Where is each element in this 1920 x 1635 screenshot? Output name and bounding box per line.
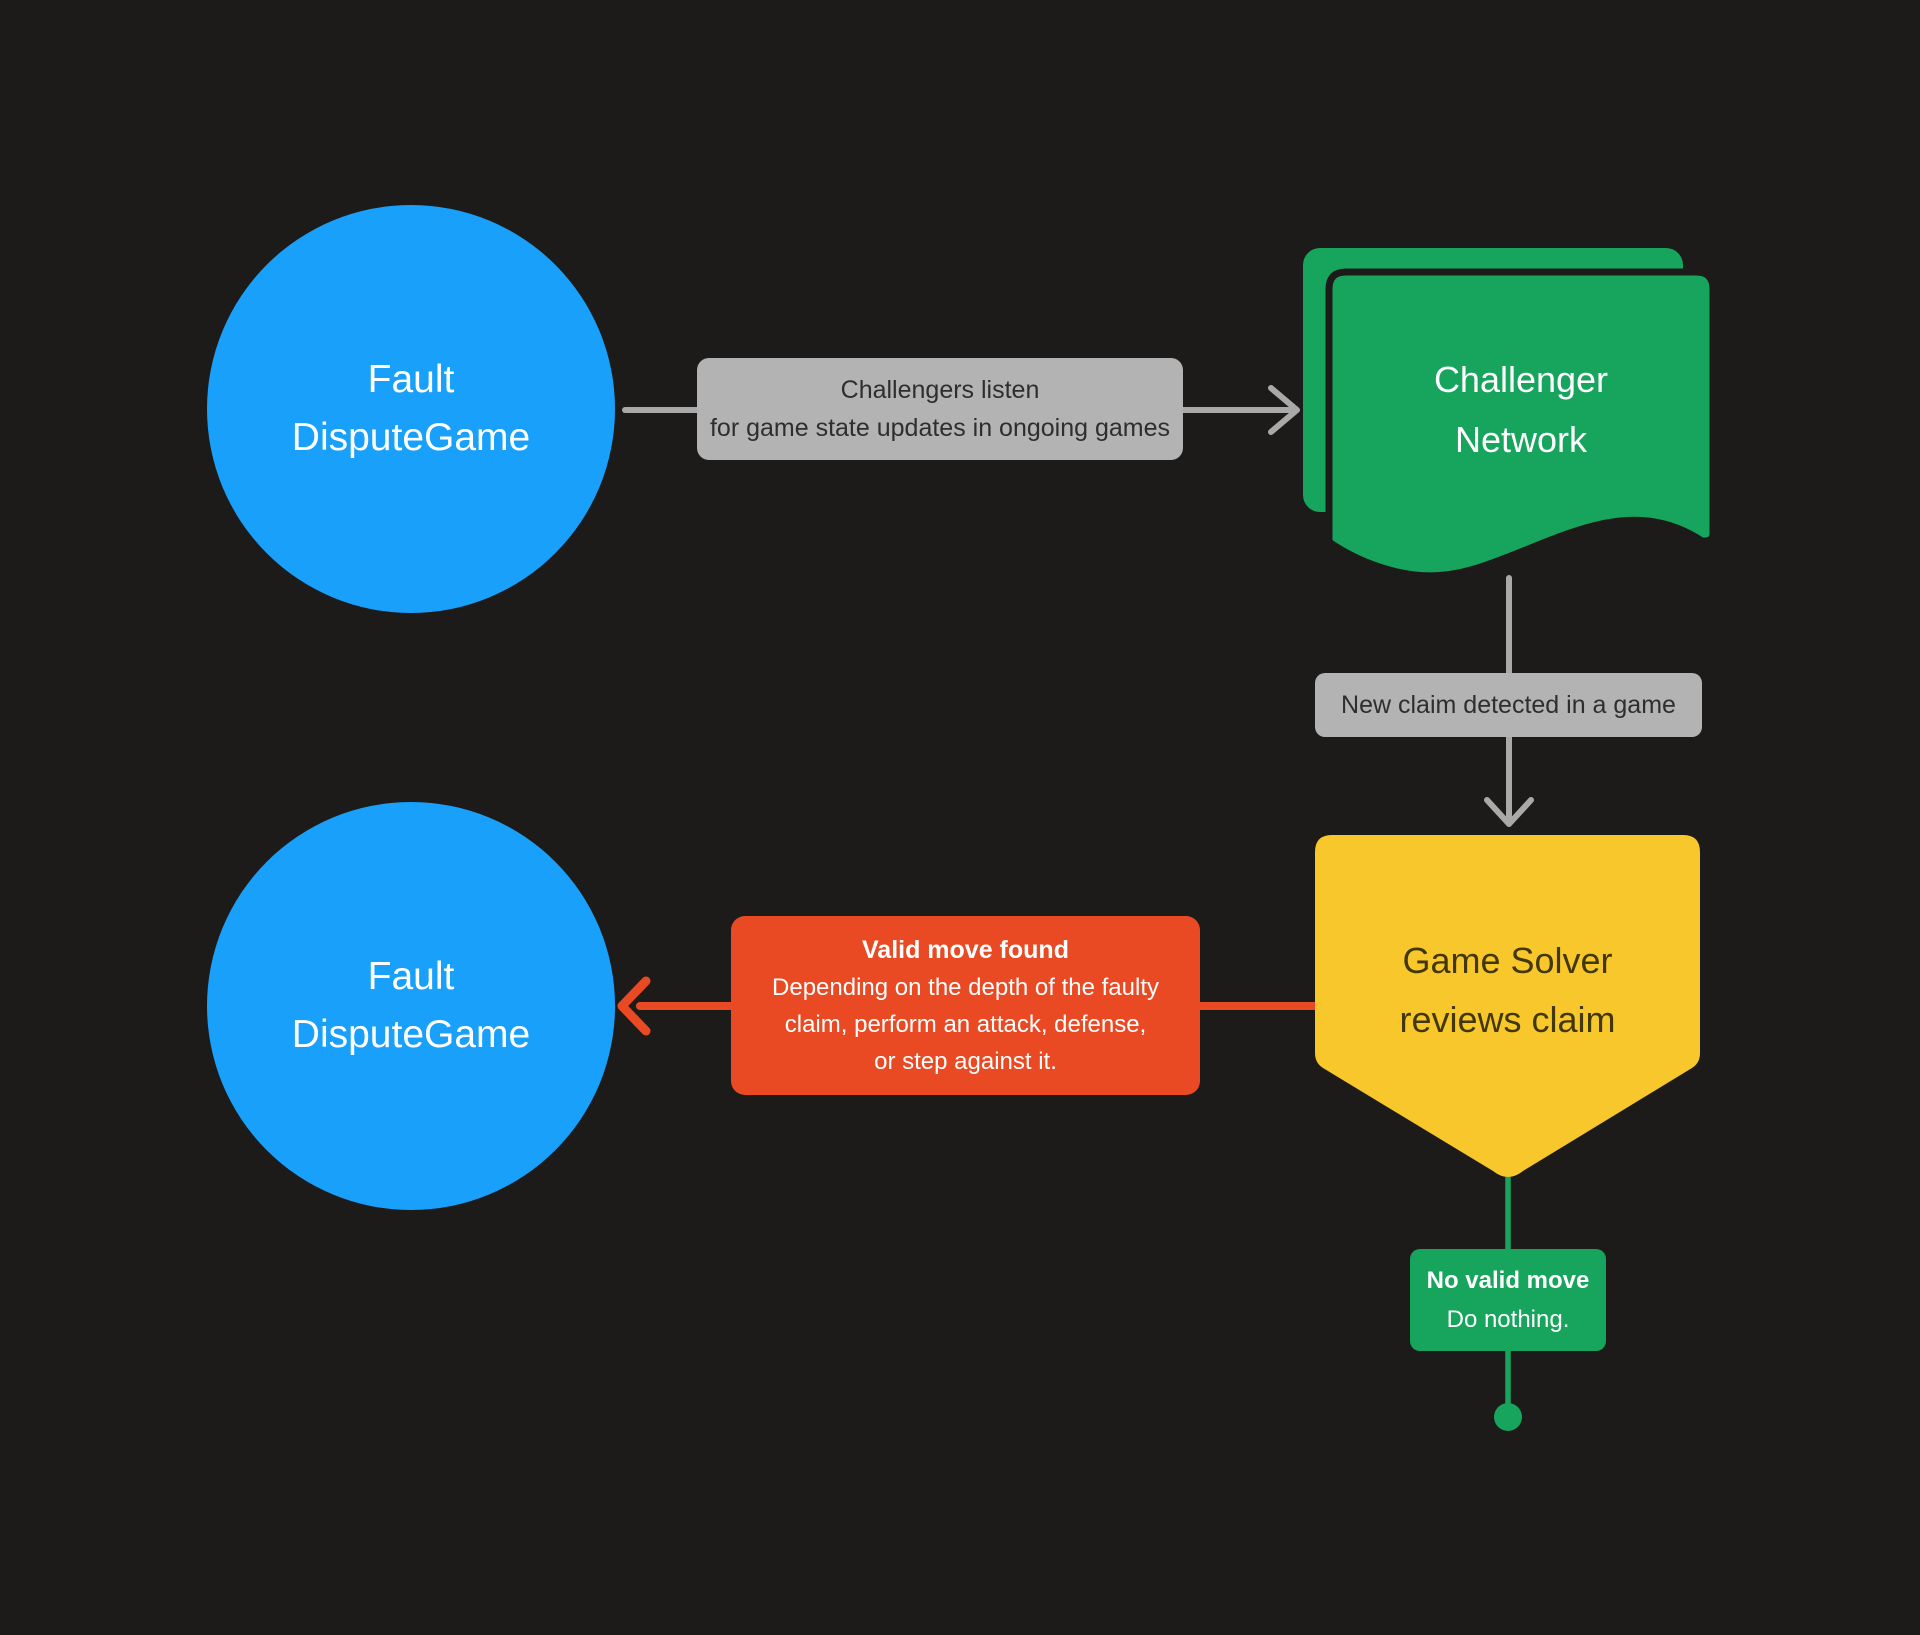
edge-no-valid-move-endpoint-dot [1494, 1403, 1522, 1431]
node-fault-dispute-game-top: Fault DisputeGame [207, 205, 615, 613]
game-solver-line1: Game Solver [1402, 940, 1613, 981]
node-game-solver-label: Game Solver reviews claim [1315, 855, 1700, 1125]
valid-move-body: Depending on the depth of the faulty cla… [772, 974, 1159, 1075]
challenger-network-line2: Network [1454, 419, 1588, 460]
edge-new-claim-arrowhead [1484, 797, 1534, 827]
node-fault-top-line1: Fault [367, 358, 455, 401]
no-valid-move-body: Do nothing. [1446, 1306, 1570, 1333]
edge-label-no-valid-move: No valid move Do nothing. [1410, 1249, 1606, 1351]
node-challenger-network-shape [1303, 248, 1717, 580]
no-valid-move-title: No valid move [1426, 1267, 1590, 1294]
edge-label-new-claim: New claim detected in a game [1315, 673, 1702, 737]
new-claim-text: New claim detected in a game [1341, 691, 1676, 719]
edge-label-valid-move: Valid move found Depending on the depth … [731, 916, 1200, 1095]
node-challenger-network-label: Challenger Network [1329, 272, 1713, 548]
node-fault-bottom-line2: DisputeGame [291, 1013, 531, 1056]
edge-label-challengers-listen: Challengers listen for game state update… [697, 358, 1183, 460]
node-fault-bottom-line1: Fault [367, 955, 455, 998]
game-solver-line2: reviews claim [1399, 999, 1616, 1040]
challenger-network-line1: Challenger [1433, 359, 1609, 400]
node-game-solver-shape [1315, 835, 1700, 1177]
pennant-body [1315, 835, 1700, 1177]
edge-valid-move-arrowhead [617, 976, 651, 1036]
challengers-listen-line2: for game state updates in ongoing games [709, 414, 1171, 442]
challengers-listen-line1: Challengers listen [840, 376, 1040, 404]
valid-move-title: Valid move found [862, 936, 1069, 964]
flag-front-page [1325, 268, 1717, 580]
node-fault-top-line2: DisputeGame [291, 416, 531, 459]
node-fault-dispute-game-bottom: Fault DisputeGame [207, 802, 615, 1210]
edge-listen-arrowhead [1268, 385, 1300, 435]
